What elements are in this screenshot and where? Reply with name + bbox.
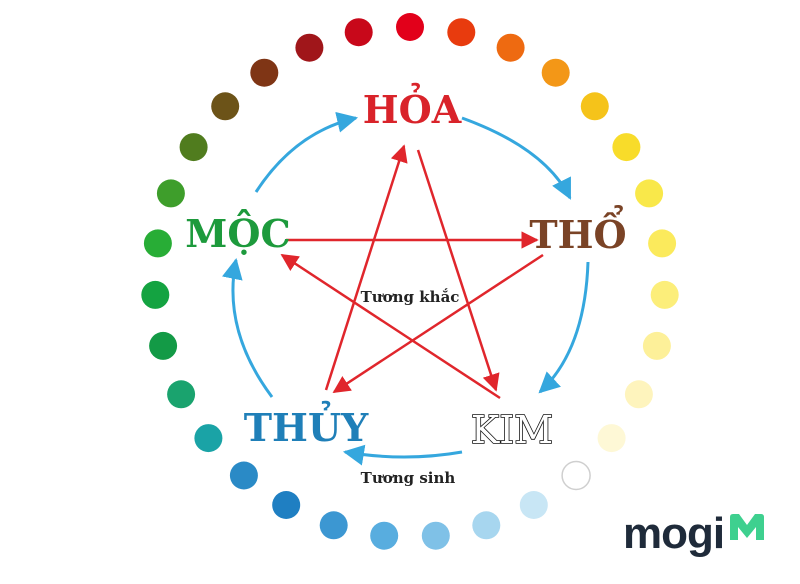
ring-dot: [541, 58, 570, 87]
arrow-thuy-to-hoa: [324, 144, 408, 391]
ring-dot: [519, 491, 548, 519]
ring-dot: [650, 280, 679, 309]
ring-dot: [447, 18, 476, 47]
controlling-cycle: [280, 144, 544, 400]
ring-dot: [496, 33, 525, 62]
ring-dot: [396, 13, 424, 41]
ring-dot: [194, 424, 223, 453]
ring-dot: [272, 491, 301, 519]
ring-dot: [156, 179, 185, 208]
ring-dot: [580, 92, 609, 121]
ring-dot: [143, 229, 172, 258]
ring-dot: [612, 133, 641, 162]
label-tho: THỔ: [529, 206, 626, 257]
ring-dot: [561, 460, 591, 491]
logo-text: mogi: [623, 509, 725, 558]
color-dot-ring: [141, 13, 679, 550]
ring-dot: [250, 58, 279, 87]
arc-hoa-to-tho: [461, 116, 572, 200]
label-thuy: THỦY: [244, 402, 369, 450]
ring-dot: [211, 92, 240, 121]
ring-dot: [635, 179, 664, 208]
ring-dot: [624, 380, 653, 409]
label-kim: KIM: [471, 408, 553, 452]
ring-dot: [167, 380, 196, 409]
label-hoa: HỎA: [363, 84, 462, 132]
ring-dot: [179, 133, 208, 162]
label-tuong-sinh: Tương sinh: [361, 469, 456, 487]
ring-dot: [370, 521, 399, 550]
arrow-hoa-to-kim: [416, 149, 500, 392]
ring-dot: [597, 424, 626, 453]
label-moc: MỘC: [185, 210, 290, 256]
arc-thuy-to-moc: [222, 257, 274, 398]
ring-dot: [319, 511, 348, 540]
mogi-logo: mogi: [623, 509, 765, 558]
arrow-tho-to-thuy: [332, 253, 544, 394]
logo-m-icon: [730, 514, 765, 540]
ring-dot: [141, 280, 170, 309]
ring-dot: [648, 229, 677, 258]
ring-dot: [421, 521, 450, 550]
arc-kim-to-thuy: [342, 444, 463, 466]
ring-dot: [149, 331, 178, 360]
arrow-kim-to-moc: [280, 253, 501, 400]
ring-dot: [229, 461, 258, 490]
ring-dot: [642, 331, 671, 360]
arc-moc-to-hoa: [254, 112, 359, 193]
label-tuong-khac: Tương khắc: [361, 288, 460, 306]
arc-tho-to-kim: [538, 261, 590, 394]
generating-cycle: [222, 112, 590, 466]
ring-dot: [344, 18, 373, 47]
ring-dot: [472, 511, 501, 540]
ring-dot: [295, 33, 324, 62]
